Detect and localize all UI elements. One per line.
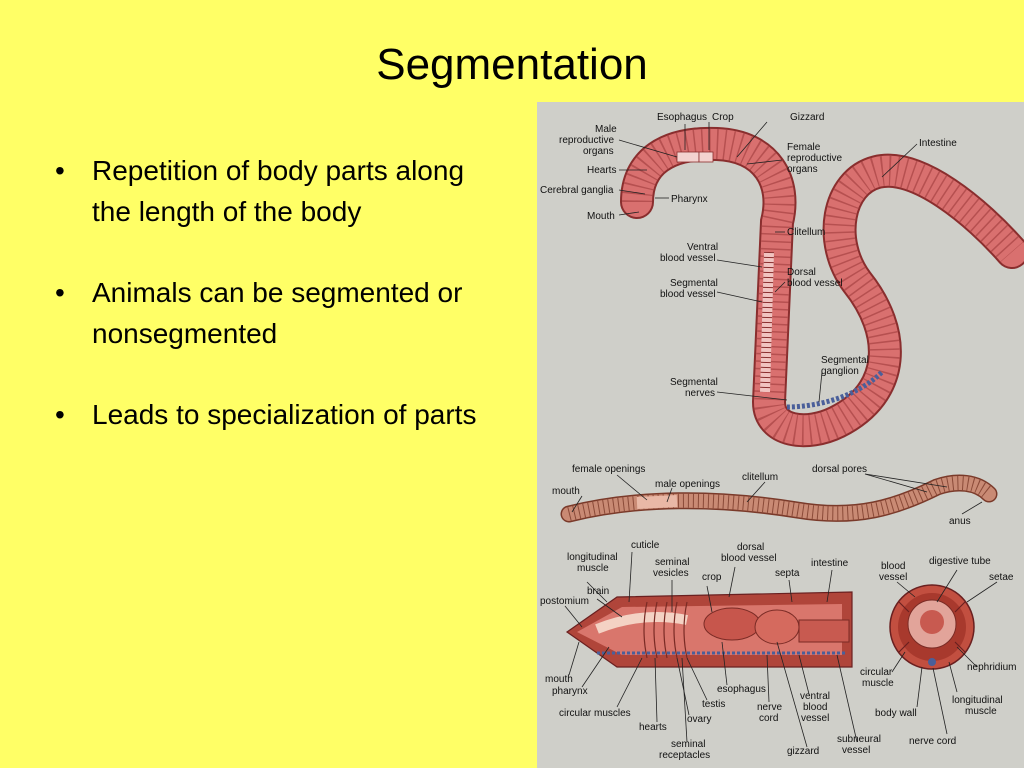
bullet-list: • Repetition of body parts along the leng… [55, 150, 485, 475]
bullet-text: Leads to specialization of parts [92, 399, 477, 430]
bottom-leader-lines [564, 551, 858, 748]
slide-title: Segmentation [376, 40, 648, 89]
label-male-openings: male openings [655, 479, 720, 490]
label-male-repro-2: reproductive [559, 135, 614, 146]
bullet-item: • Animals can be segmented or nonsegmente… [55, 272, 485, 354]
label-circular-muscles: circular muscles [559, 708, 631, 719]
longitudinal-section [565, 591, 853, 668]
bullet-text: Repetition of body parts along the lengt… [92, 155, 465, 227]
label-male-repro-3: organs [583, 146, 614, 157]
label-seminal-vesicles-2: vesicles [653, 568, 689, 579]
label-circular-muscle-cs-2: muscle [862, 678, 894, 689]
label-setae: setae [989, 572, 1014, 583]
label-segmental-nerves-2: nerves [685, 388, 715, 399]
label-crop-bottom: crop [702, 572, 722, 583]
label-female-repro-1: Female [787, 142, 821, 153]
label-male-repro-1: Male [595, 124, 617, 135]
middle-leader-lines [571, 473, 983, 515]
label-dorsal-vessel-bottom-2: blood vessel [721, 553, 777, 564]
middle-labels: female openings male openings clitellum … [552, 464, 971, 527]
label-seminal-receptacles-1: seminal [671, 739, 705, 750]
label-mouth-mid: mouth [552, 486, 580, 497]
label-dorsal-vessel-1: Dorsal [787, 267, 816, 278]
label-pharynx-bottom: pharynx [552, 686, 588, 697]
label-ovary: ovary [687, 714, 711, 725]
label-seminal-receptacles-2: receptacles [659, 750, 710, 761]
label-longitudinal-muscle-2: muscle [577, 563, 609, 574]
label-hearts-bottom: hearts [639, 722, 667, 733]
bullet-dot: • [55, 155, 65, 186]
label-cuticle: cuticle [631, 540, 660, 551]
label-hearts: Hearts [587, 165, 616, 176]
label-segmental-ganglion-1: Segmental [821, 355, 869, 366]
top-leader-lines [618, 121, 918, 403]
label-septa: septa [775, 568, 800, 579]
label-cerebral-ganglia: Cerebral ganglia [540, 185, 614, 196]
label-longitudinal-muscle-cs-2: muscle [965, 706, 997, 717]
label-postomium: postomium [540, 596, 589, 607]
label-segmental-ganglion-2: ganglion [821, 366, 859, 377]
label-ventral-vessel-bottom-3: vessel [801, 713, 829, 724]
label-nephridium: nephridium [967, 662, 1016, 673]
label-subneural-vessel-1: subneural [837, 734, 881, 745]
label-esophagus: Esophagus [657, 112, 707, 123]
label-anus: anus [949, 516, 971, 527]
label-dorsal-vessel-bottom-1: dorsal [737, 542, 764, 553]
label-blood-vessel-cs-1: blood [881, 561, 905, 572]
label-gizzard: Gizzard [790, 112, 824, 123]
label-esophagus-bottom: esophagus [717, 684, 766, 695]
cross-section-leader-lines [891, 569, 998, 735]
bottom-labels: longitudinal muscle cuticle seminal vesi… [540, 540, 881, 761]
label-brain: brain [587, 586, 609, 597]
bullet-item: • Repetition of body parts along the leng… [55, 150, 485, 232]
label-segmental-vessel-2: blood vessel [660, 289, 716, 300]
label-nerve-cord-cs: nerve cord [909, 736, 956, 747]
label-ventral-vessel-bottom-2: blood [803, 702, 827, 713]
label-female-openings: female openings [572, 464, 645, 475]
label-ventral-vessel-bottom-1: ventral [800, 691, 830, 702]
label-circular-muscle-cs-1: circular [860, 667, 893, 678]
label-female-repro-3: organs [787, 164, 818, 175]
label-mouth-top: Mouth [587, 211, 615, 222]
internal-anatomy-worm [620, 126, 1024, 448]
earthworm-diagram: Esophagus Crop Gizzard Male reproductive… [540, 112, 1024, 761]
label-dorsal-pores: dorsal pores [812, 464, 867, 475]
label-intestine-top: Intestine [919, 138, 957, 149]
label-segmental-vessel-1: Segmental [670, 278, 718, 289]
label-longitudinal-muscle-cs-1: longitudinal [952, 695, 1003, 706]
label-mouth-bottom: mouth [545, 674, 573, 685]
cross-section [889, 584, 975, 670]
label-body-wall: body wall [875, 708, 917, 719]
label-blood-vessel-cs-2: vessel [879, 572, 907, 583]
bullet-item: • Leads to specialization of parts [55, 394, 485, 435]
label-clitellum-mid: clitellum [742, 472, 778, 483]
label-female-repro-2: reproductive [787, 153, 842, 164]
top-labels: Esophagus Crop Gizzard Male reproductive… [540, 112, 957, 399]
bullet-text: Animals can be segmented or nonsegmented [92, 277, 463, 349]
label-gizzard-bottom: gizzard [787, 746, 819, 757]
external-worm [560, 474, 998, 523]
label-digestive-tube: digestive tube [929, 556, 991, 567]
label-longitudinal-muscle-1: longitudinal [567, 552, 618, 563]
label-intestine-bottom: intestine [811, 558, 849, 569]
label-ventral-vessel-2: blood vessel [660, 253, 716, 264]
label-dorsal-vessel-2: blood vessel [787, 278, 843, 289]
cross-section-labels: blood vessel digestive tube setae nephri… [860, 556, 1016, 747]
label-clitellum-top: Clitellum [787, 227, 825, 238]
label-nerve-cord-1: nerve [757, 702, 782, 713]
earthworm-anatomy-figure: Esophagus Crop Gizzard Male reproductive… [537, 102, 1024, 768]
label-testis: testis [702, 699, 725, 710]
bullet-dot: • [55, 277, 65, 308]
label-seminal-vesicles-1: seminal [655, 557, 689, 568]
label-crop: Crop [712, 112, 734, 123]
label-subneural-vessel-2: vessel [842, 745, 870, 756]
label-ventral-vessel-1: Ventral [687, 242, 718, 253]
label-segmental-nerves-1: Segmental [670, 377, 718, 388]
label-pharynx: Pharynx [671, 194, 708, 205]
label-nerve-cord-2: cord [759, 713, 778, 724]
bullet-dot: • [55, 399, 65, 430]
